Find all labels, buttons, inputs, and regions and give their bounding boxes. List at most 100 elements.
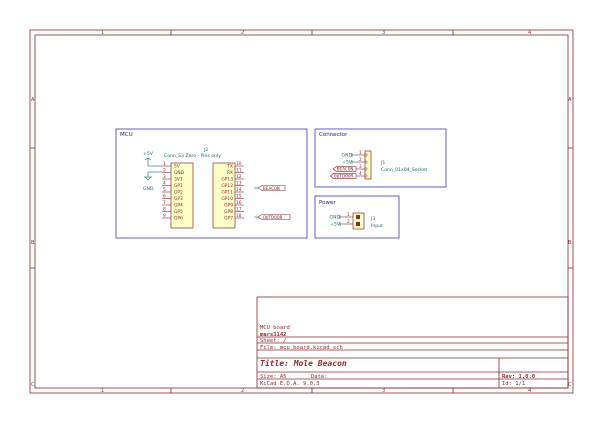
pin-number: 3: [163, 174, 166, 180]
tb-size: Size: A5: [260, 374, 287, 380]
pin-number: 4: [359, 171, 362, 176]
j1-ref: J1: [380, 160, 385, 166]
tb-author: mars3142: [260, 332, 287, 338]
pin-number: 5: [163, 187, 166, 193]
j1-pin: 2+5V: [342, 157, 368, 166]
pin-number: 12: [236, 174, 242, 180]
pin-name: GP6: [174, 216, 183, 222]
pin-number: 17: [236, 207, 242, 213]
pin-number: 1: [359, 150, 362, 155]
col-label-top-4: 4: [528, 30, 531, 36]
row-label-left-b: B: [31, 240, 35, 246]
pin-name: GP12: [221, 183, 233, 189]
j3-ref: J3: [370, 216, 375, 222]
connector-block-title: Connector: [319, 132, 348, 138]
mcu-left-pin: 6 GP3: [162, 194, 183, 202]
pin-number: 4: [163, 181, 166, 187]
row-label-left-c: C: [31, 382, 35, 388]
tb-company: MCU board: [260, 325, 290, 331]
row-label-right-c: C: [568, 382, 572, 388]
pin-name: GP2: [174, 190, 183, 196]
j3-value: Input: [371, 223, 383, 229]
mcu-left-pin: 3 3V3: [162, 174, 183, 183]
row-label-right-a: A: [568, 97, 572, 103]
tb-sheet: Sheet: /: [260, 338, 287, 344]
pin-number: 3: [359, 164, 362, 169]
pin-name: 3V3: [174, 177, 183, 183]
col-label-top-3: 3: [382, 30, 385, 36]
pin-number: 16: [236, 200, 242, 206]
pin-name: GP11: [221, 190, 233, 196]
pin-name: GP4: [174, 203, 183, 209]
beacon-label-text: BEACON: [263, 186, 280, 192]
power-block: [314, 195, 400, 239]
pin-number: 13: [236, 181, 242, 187]
j3-body: [352, 212, 365, 230]
pin-name: GP13: [221, 177, 233, 183]
pin-number: 18: [236, 213, 242, 219]
outdoor-label-text: OUTDOOR: [263, 215, 283, 221]
col-label-bottom-2: 2: [241, 388, 244, 394]
tb-tool: KiCad E.D.A. 9.0.3: [260, 381, 320, 387]
pin-name: GP3: [174, 196, 183, 202]
mcu-right-body: [212, 162, 236, 229]
pin-name: TX: [226, 164, 233, 170]
connector-block: [314, 128, 447, 188]
pin-number: 6: [163, 194, 166, 200]
col-label-bottom-4: 4: [528, 388, 531, 394]
sheet-border-inner: [34, 34, 569, 389]
tb-title: Title: Mole Beacon: [260, 358, 347, 368]
pin-number: 1: [347, 212, 350, 217]
pin-number: 2: [347, 219, 350, 224]
j1-net-label: OUTDOOR: [334, 174, 354, 180]
j1-value: Conn_01x04_Socket: [381, 167, 427, 173]
mcu-block: [115, 128, 308, 239]
pin-name: GP8: [224, 209, 233, 215]
frame-ticks: [30, 30, 573, 393]
pin-number: 1: [163, 161, 166, 167]
j1-net-label: GND: [341, 153, 352, 159]
col-label-top-1: 1: [101, 30, 104, 36]
pin-name: GP10: [221, 196, 233, 202]
j1-net-label: +5V: [342, 160, 353, 166]
beacon-label: BEACON: [254, 185, 286, 192]
mcu-left-pin: 4 GP1: [162, 181, 183, 189]
col-label-top-2: 2: [241, 30, 244, 36]
pin-number: 14: [236, 187, 242, 193]
pin-number: 2: [163, 168, 166, 174]
pin-name: GP1: [174, 183, 183, 189]
mcu-left-pin: 2 GND: [162, 168, 185, 176]
j3-net-label: GND: [329, 215, 340, 221]
tb-date: Date:: [311, 374, 328, 380]
outdoor-label: OUTDOOR: [254, 214, 291, 221]
pin-name: GP9: [224, 203, 233, 209]
pin-number: 7: [163, 200, 166, 206]
gnd-label: GND: [143, 186, 154, 192]
pin-name: GND: [174, 170, 185, 176]
title-block: [256, 296, 569, 389]
mcu-left-body: [170, 162, 194, 229]
mcu-block-title: MCU: [120, 132, 133, 138]
pin-name: RX: [227, 170, 233, 176]
pin-number: 10: [236, 161, 242, 167]
j3-pin: 2+5V: [330, 219, 360, 228]
j1-body: [364, 150, 372, 180]
col-label-bottom-3: 3: [382, 388, 385, 394]
